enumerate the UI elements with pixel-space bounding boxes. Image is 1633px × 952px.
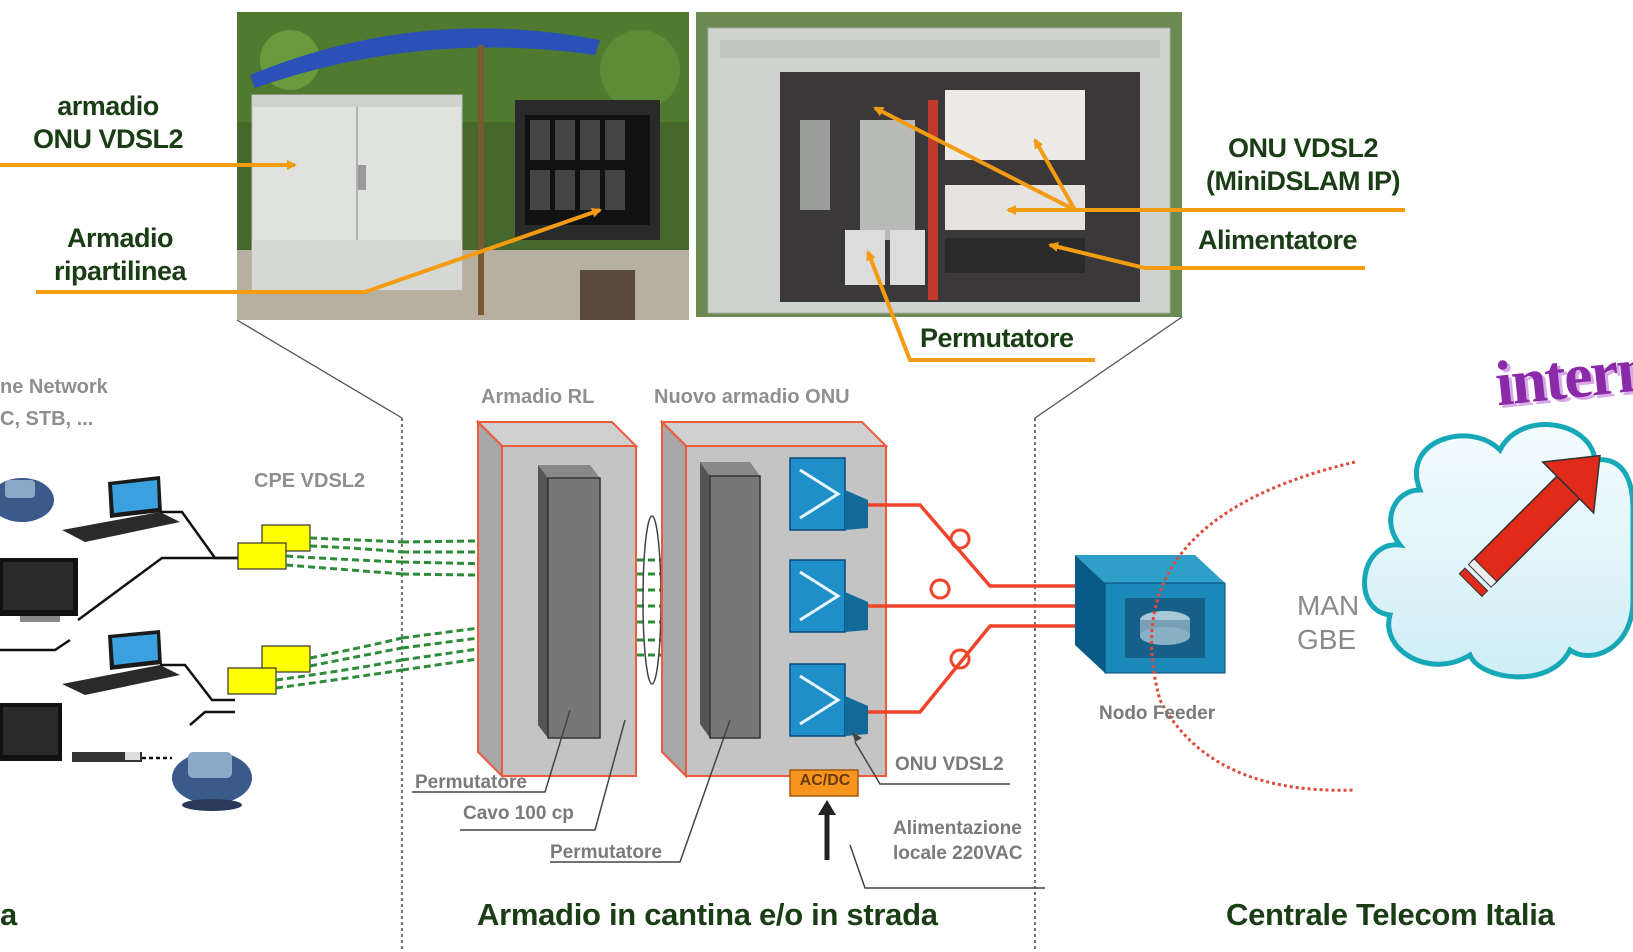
callout-onu-minidslam: ONU VDSL2 (MiniDSLAM IP) (1206, 133, 1400, 196)
acdc-label: AC/DC (799, 772, 851, 789)
laptop-icon (62, 630, 180, 695)
callout-line-permutatore (866, 250, 1095, 362)
photo-street-cabinets (237, 12, 689, 320)
onu-units (789, 457, 868, 797)
cavo-label: Cavo 100 cp (463, 803, 574, 824)
armadio-rl-cabinet (475, 419, 662, 779)
callout-alimentatore: Alimentatore (1198, 225, 1358, 255)
monitor-icon (0, 703, 62, 761)
photo-open-cabinet (696, 12, 1182, 317)
nuovo-armadio-label: Nuovo armadio ONU (654, 386, 850, 408)
acdc-box (789, 769, 859, 797)
phone-icon (172, 752, 252, 811)
home-devices (0, 476, 252, 811)
onu-icon (789, 559, 868, 633)
permutatore-label-2: Permutatore (550, 842, 662, 863)
callout-armadio-onu-line2: ONU VDSL2 (32, 124, 184, 154)
onu-vdsl2-label: ONU VDSL2 (895, 754, 1004, 775)
laptop-icon (62, 476, 180, 542)
arrow-icon (1458, 454, 1601, 598)
permutatore-label-1: Permutatore (415, 772, 527, 793)
section-left-title: a (0, 897, 17, 932)
alimentazione-label-2: locale 220VAC (893, 843, 1023, 864)
callout-permutatore-photo: Permutatore (920, 323, 1074, 353)
monitor-icon (0, 558, 78, 622)
cpe-label: CPE VDSL2 (254, 470, 366, 492)
onu-icon (789, 457, 868, 531)
cloud-icon (1362, 422, 1633, 680)
set-top-box-icon (72, 752, 142, 762)
man-label: MAN (1297, 590, 1360, 621)
home-network-label: ne Network (0, 376, 108, 398)
callout-armadio-onu-line1: armadio (57, 91, 159, 121)
man-arc (1150, 460, 1356, 792)
gbe-label: GBE (1297, 624, 1357, 655)
callout-armadio-ripartilinea: Armadio ripartilinea (53, 223, 187, 286)
nodo-feeder-label: Nodo Feeder (1099, 703, 1216, 724)
armadio-rl-label: Armadio RL (481, 386, 595, 408)
section-right-title: Centrale Telecom Italia (1226, 897, 1555, 932)
home-devices-label: C, STB, ... (0, 408, 94, 430)
section-middle-title: Armadio in cantina e/o in strada (477, 897, 938, 932)
onu-icon (789, 663, 868, 737)
fiber-links (868, 503, 1075, 714)
alimentazione-label-1: Alimentazione (893, 818, 1022, 839)
callout-line-ripartilinea (36, 207, 602, 294)
cpe-devices (227, 524, 311, 695)
nodo-feeder-icon (1075, 555, 1226, 674)
callout-armadio-onu: armadio ONU VDSL2 (8, 90, 208, 156)
callout-line-alimentatore (1048, 242, 1365, 270)
phone-icon (0, 478, 54, 522)
